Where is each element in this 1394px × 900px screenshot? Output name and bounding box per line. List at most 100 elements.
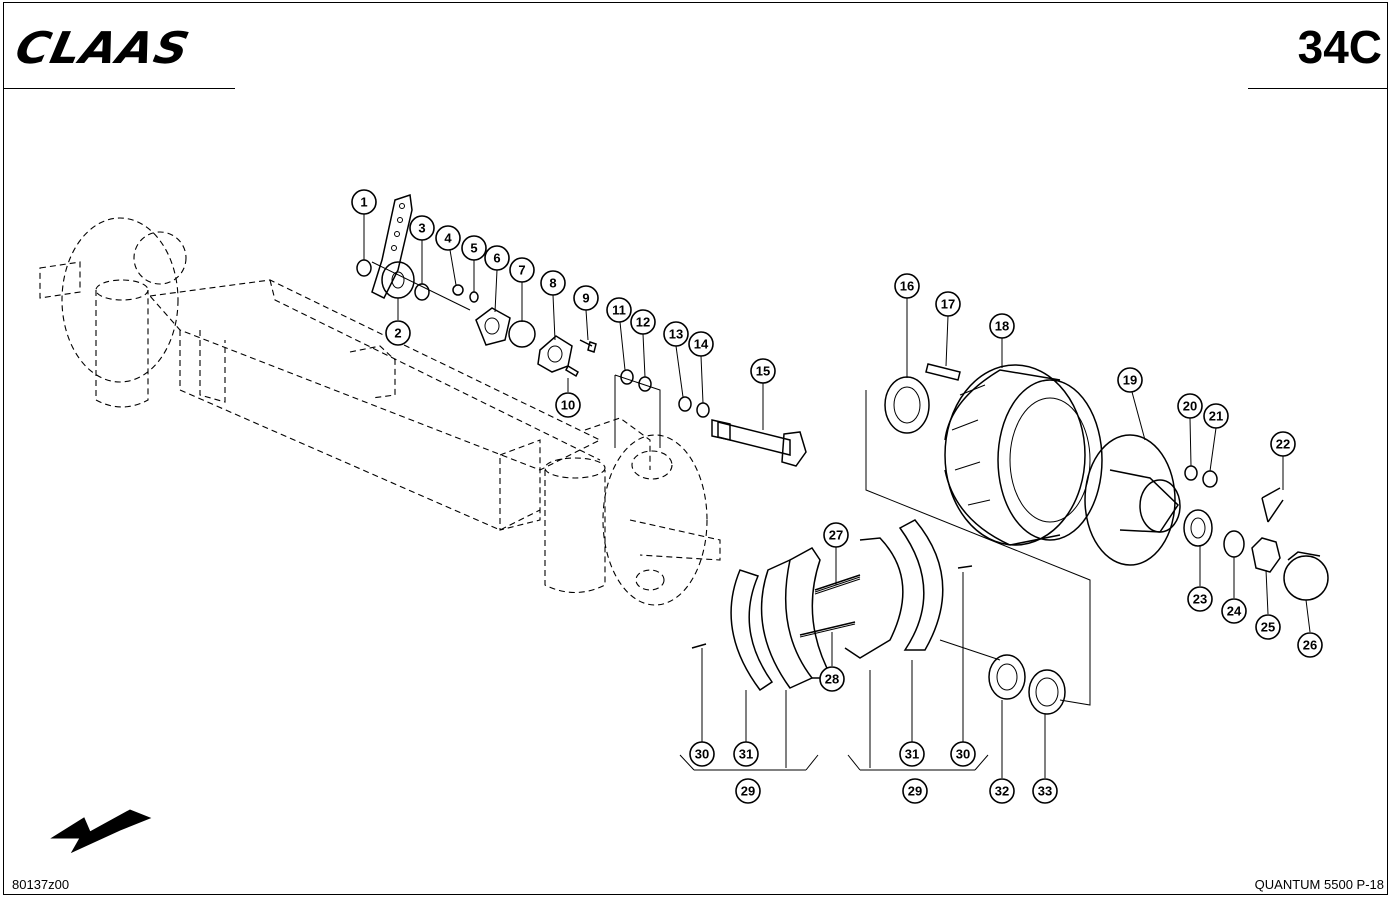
seal-16 bbox=[884, 376, 930, 434]
leader-lines bbox=[363, 214, 1311, 778]
callout-23: 23 bbox=[1187, 586, 1213, 612]
callout-2: 2 bbox=[385, 320, 411, 346]
svg-text:22: 22 bbox=[1276, 437, 1290, 452]
callout-10: 10 bbox=[555, 392, 581, 418]
callout-26: 26 bbox=[1297, 632, 1323, 658]
brake-shoe-right bbox=[844, 519, 944, 659]
callout-18: 18 bbox=[989, 313, 1015, 339]
ring-13 bbox=[678, 396, 692, 412]
callout-6: 6 bbox=[484, 245, 510, 271]
callout-17: 17 bbox=[935, 291, 961, 317]
svg-text:32: 32 bbox=[995, 784, 1009, 799]
washer-5 bbox=[469, 291, 479, 303]
bolt-10 bbox=[565, 364, 579, 378]
svg-text:33: 33 bbox=[1038, 784, 1052, 799]
rivet-30-right bbox=[957, 565, 973, 569]
callout-28: 28 bbox=[819, 666, 845, 692]
svg-text:19: 19 bbox=[1123, 373, 1137, 388]
callout-30-left: 30 bbox=[689, 741, 715, 767]
callout-4: 4 bbox=[435, 225, 461, 251]
svg-text:5: 5 bbox=[470, 241, 477, 256]
header-rule-right bbox=[1248, 88, 1388, 89]
callout-27: 27 bbox=[823, 522, 849, 548]
sheet-code: 34C bbox=[1297, 21, 1382, 73]
washer-33 bbox=[1028, 669, 1066, 715]
svg-text:31: 31 bbox=[905, 747, 919, 762]
svg-text:1: 1 bbox=[360, 195, 367, 210]
brake-drum-18 bbox=[944, 364, 1103, 546]
seal-ring-1 bbox=[356, 259, 372, 277]
svg-text:2: 2 bbox=[394, 326, 401, 341]
callout-21: 21 bbox=[1203, 403, 1229, 429]
svg-text:13: 13 bbox=[669, 327, 683, 342]
return-spring-28 bbox=[799, 621, 856, 636]
svg-text:21: 21 bbox=[1209, 409, 1223, 424]
svg-text:24: 24 bbox=[1227, 604, 1242, 619]
svg-text:17: 17 bbox=[941, 297, 955, 312]
bracket-6 bbox=[475, 307, 511, 346]
callout-7: 7 bbox=[509, 257, 535, 283]
callout-29-right: 29 bbox=[902, 778, 928, 804]
svg-text:7: 7 bbox=[518, 263, 525, 278]
callout-20: 20 bbox=[1177, 393, 1203, 419]
svg-text:20: 20 bbox=[1183, 399, 1197, 414]
callout-19: 19 bbox=[1117, 367, 1143, 393]
svg-text:14: 14 bbox=[694, 337, 709, 352]
svg-text:18: 18 bbox=[995, 319, 1009, 334]
axle-nut-25 bbox=[1251, 537, 1281, 573]
direction-arrow-icon bbox=[50, 809, 152, 854]
washer-24 bbox=[1223, 530, 1245, 558]
explode-axes bbox=[371, 261, 1091, 706]
svg-text:3: 3 bbox=[418, 221, 425, 236]
callout-16: 16 bbox=[894, 273, 920, 299]
svg-text:15: 15 bbox=[756, 364, 770, 379]
nut-4 bbox=[452, 284, 464, 296]
callout-3: 3 bbox=[409, 215, 435, 241]
slack-adjuster bbox=[371, 194, 415, 300]
svg-text:27: 27 bbox=[829, 528, 843, 543]
callout-12: 12 bbox=[630, 309, 656, 335]
svg-text:8: 8 bbox=[549, 276, 556, 291]
nut-21 bbox=[1202, 470, 1218, 488]
svg-text:29: 29 bbox=[741, 784, 755, 799]
svg-text:25: 25 bbox=[1261, 620, 1275, 635]
callout-31-right: 31 bbox=[899, 741, 925, 767]
callout-11: 11 bbox=[606, 297, 632, 323]
svg-text:4: 4 bbox=[444, 231, 452, 246]
rivet-30-left bbox=[691, 643, 707, 649]
callout-29-left: 29 bbox=[735, 778, 761, 804]
svg-text:6: 6 bbox=[493, 251, 500, 266]
camshaft-15 bbox=[711, 419, 807, 467]
callout-15: 15 bbox=[750, 358, 776, 384]
bushing-7 bbox=[508, 320, 536, 348]
callout-30-right: 30 bbox=[950, 741, 976, 767]
svg-text:10: 10 bbox=[561, 398, 575, 413]
callout-22: 22 bbox=[1270, 431, 1296, 457]
washer-20 bbox=[1184, 465, 1198, 481]
axle-phantom bbox=[39, 217, 721, 606]
callout-9: 9 bbox=[573, 285, 599, 311]
svg-text:30: 30 bbox=[956, 747, 970, 762]
cotter-pin-22 bbox=[1261, 487, 1284, 523]
callout-8: 8 bbox=[540, 270, 566, 296]
model-label: QUANTUM 5500 P-18 bbox=[1254, 877, 1384, 892]
hub-cap-26 bbox=[1283, 551, 1329, 601]
callout-5: 5 bbox=[461, 235, 487, 261]
dust-shield-32 bbox=[988, 654, 1026, 700]
svg-text:16: 16 bbox=[900, 279, 914, 294]
brake-shoe-left bbox=[730, 547, 834, 692]
figure-code: 80137z00 bbox=[12, 877, 70, 892]
page-frame bbox=[3, 2, 1388, 895]
callout-24: 24 bbox=[1221, 598, 1247, 624]
svg-text:23: 23 bbox=[1193, 592, 1207, 607]
svg-text:11: 11 bbox=[612, 303, 626, 318]
svg-text:29: 29 bbox=[908, 784, 922, 799]
ring-11 bbox=[620, 369, 634, 385]
wheel-hub-19 bbox=[1084, 434, 1181, 566]
wheel-bolt-17 bbox=[925, 363, 961, 381]
bolt-9 bbox=[579, 339, 597, 353]
svg-text:31: 31 bbox=[739, 747, 753, 762]
svg-text:28: 28 bbox=[825, 672, 839, 687]
header-rule-left bbox=[4, 88, 235, 89]
